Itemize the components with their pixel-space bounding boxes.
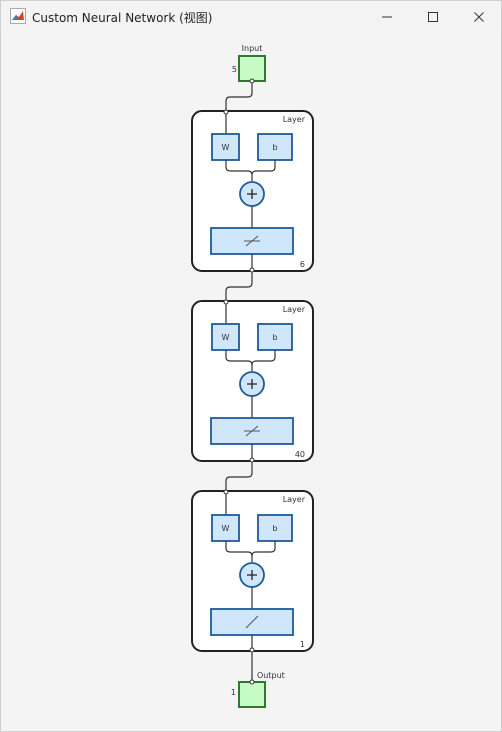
- layer-2-weight-block[interactable]: [211, 323, 240, 351]
- layer-1[interactable]: Layer W b 6: [191, 109, 314, 273]
- layer-3-bias-connector: [251, 541, 276, 557]
- minimize-icon: [382, 16, 392, 17]
- close-icon: [474, 11, 484, 22]
- network-diagram-canvas: Input 5 Layer W b: [1, 32, 501, 731]
- input-port: [249, 78, 255, 84]
- layer-3-bias-label: b: [272, 524, 277, 533]
- layer-3-size: 1: [300, 640, 305, 649]
- layer-1-bias-label: b: [272, 143, 277, 152]
- maximize-button[interactable]: [410, 1, 456, 32]
- window-title: Custom Neural Network (视图): [32, 11, 213, 25]
- input-size: 5: [232, 65, 237, 74]
- layer-2-bias-connector: [251, 350, 276, 366]
- connector-input-layer1: [225, 83, 253, 111]
- output-port: [249, 679, 255, 685]
- matlab-icon: [10, 8, 26, 24]
- layer-1-bias-block[interactable]: [257, 133, 293, 161]
- transfer-function-icon: [244, 425, 260, 437]
- input-label: Input: [242, 44, 263, 53]
- layer-1-bias-connector: [251, 160, 276, 176]
- layer-1-size: 6: [300, 260, 305, 269]
- layer-1-input-port: [223, 109, 229, 115]
- layer-1-weight-label: W: [222, 143, 230, 152]
- layer-3[interactable]: Layer W b 1: [191, 489, 314, 653]
- layer-3-title: Layer: [283, 495, 306, 504]
- linear-transfer-icon: [245, 615, 259, 629]
- minimize-button[interactable]: [364, 1, 410, 32]
- close-button[interactable]: [456, 1, 502, 32]
- plus-icon: [247, 189, 257, 199]
- network-diagram: Input 5 Layer W b: [191, 44, 314, 708]
- layer-2[interactable]: Layer W b 40: [191, 299, 314, 463]
- layer-1-title: Layer: [283, 115, 306, 124]
- output-size: 1: [231, 688, 236, 697]
- layer-2-input-port: [223, 299, 229, 305]
- layer-1-weight-block[interactable]: [211, 133, 240, 161]
- layer-2-bias-label: b: [272, 333, 277, 342]
- layer-3-weight-label: W: [222, 524, 230, 533]
- connector-layer1-layer2: [225, 272, 253, 301]
- output-label: Output: [257, 671, 285, 680]
- layer-2-output-port: [249, 457, 255, 463]
- plus-icon: [247, 379, 257, 389]
- layer-2-size: 40: [295, 450, 305, 459]
- layer-3-output-port: [249, 647, 255, 653]
- connector-layer2-layer3: [225, 462, 253, 491]
- layer-2-weight-label: W: [222, 333, 230, 342]
- transfer-function-icon: [244, 235, 260, 247]
- maximize-icon: [428, 11, 438, 22]
- layer-2-title: Layer: [283, 305, 306, 314]
- input-node[interactable]: [238, 55, 266, 82]
- output-node[interactable]: [238, 681, 266, 708]
- layer-1-output-port: [249, 267, 255, 273]
- title-bar[interactable]: Custom Neural Network (视图): [1, 1, 501, 32]
- plus-icon: [247, 570, 257, 580]
- layer-3-input-port: [223, 489, 229, 495]
